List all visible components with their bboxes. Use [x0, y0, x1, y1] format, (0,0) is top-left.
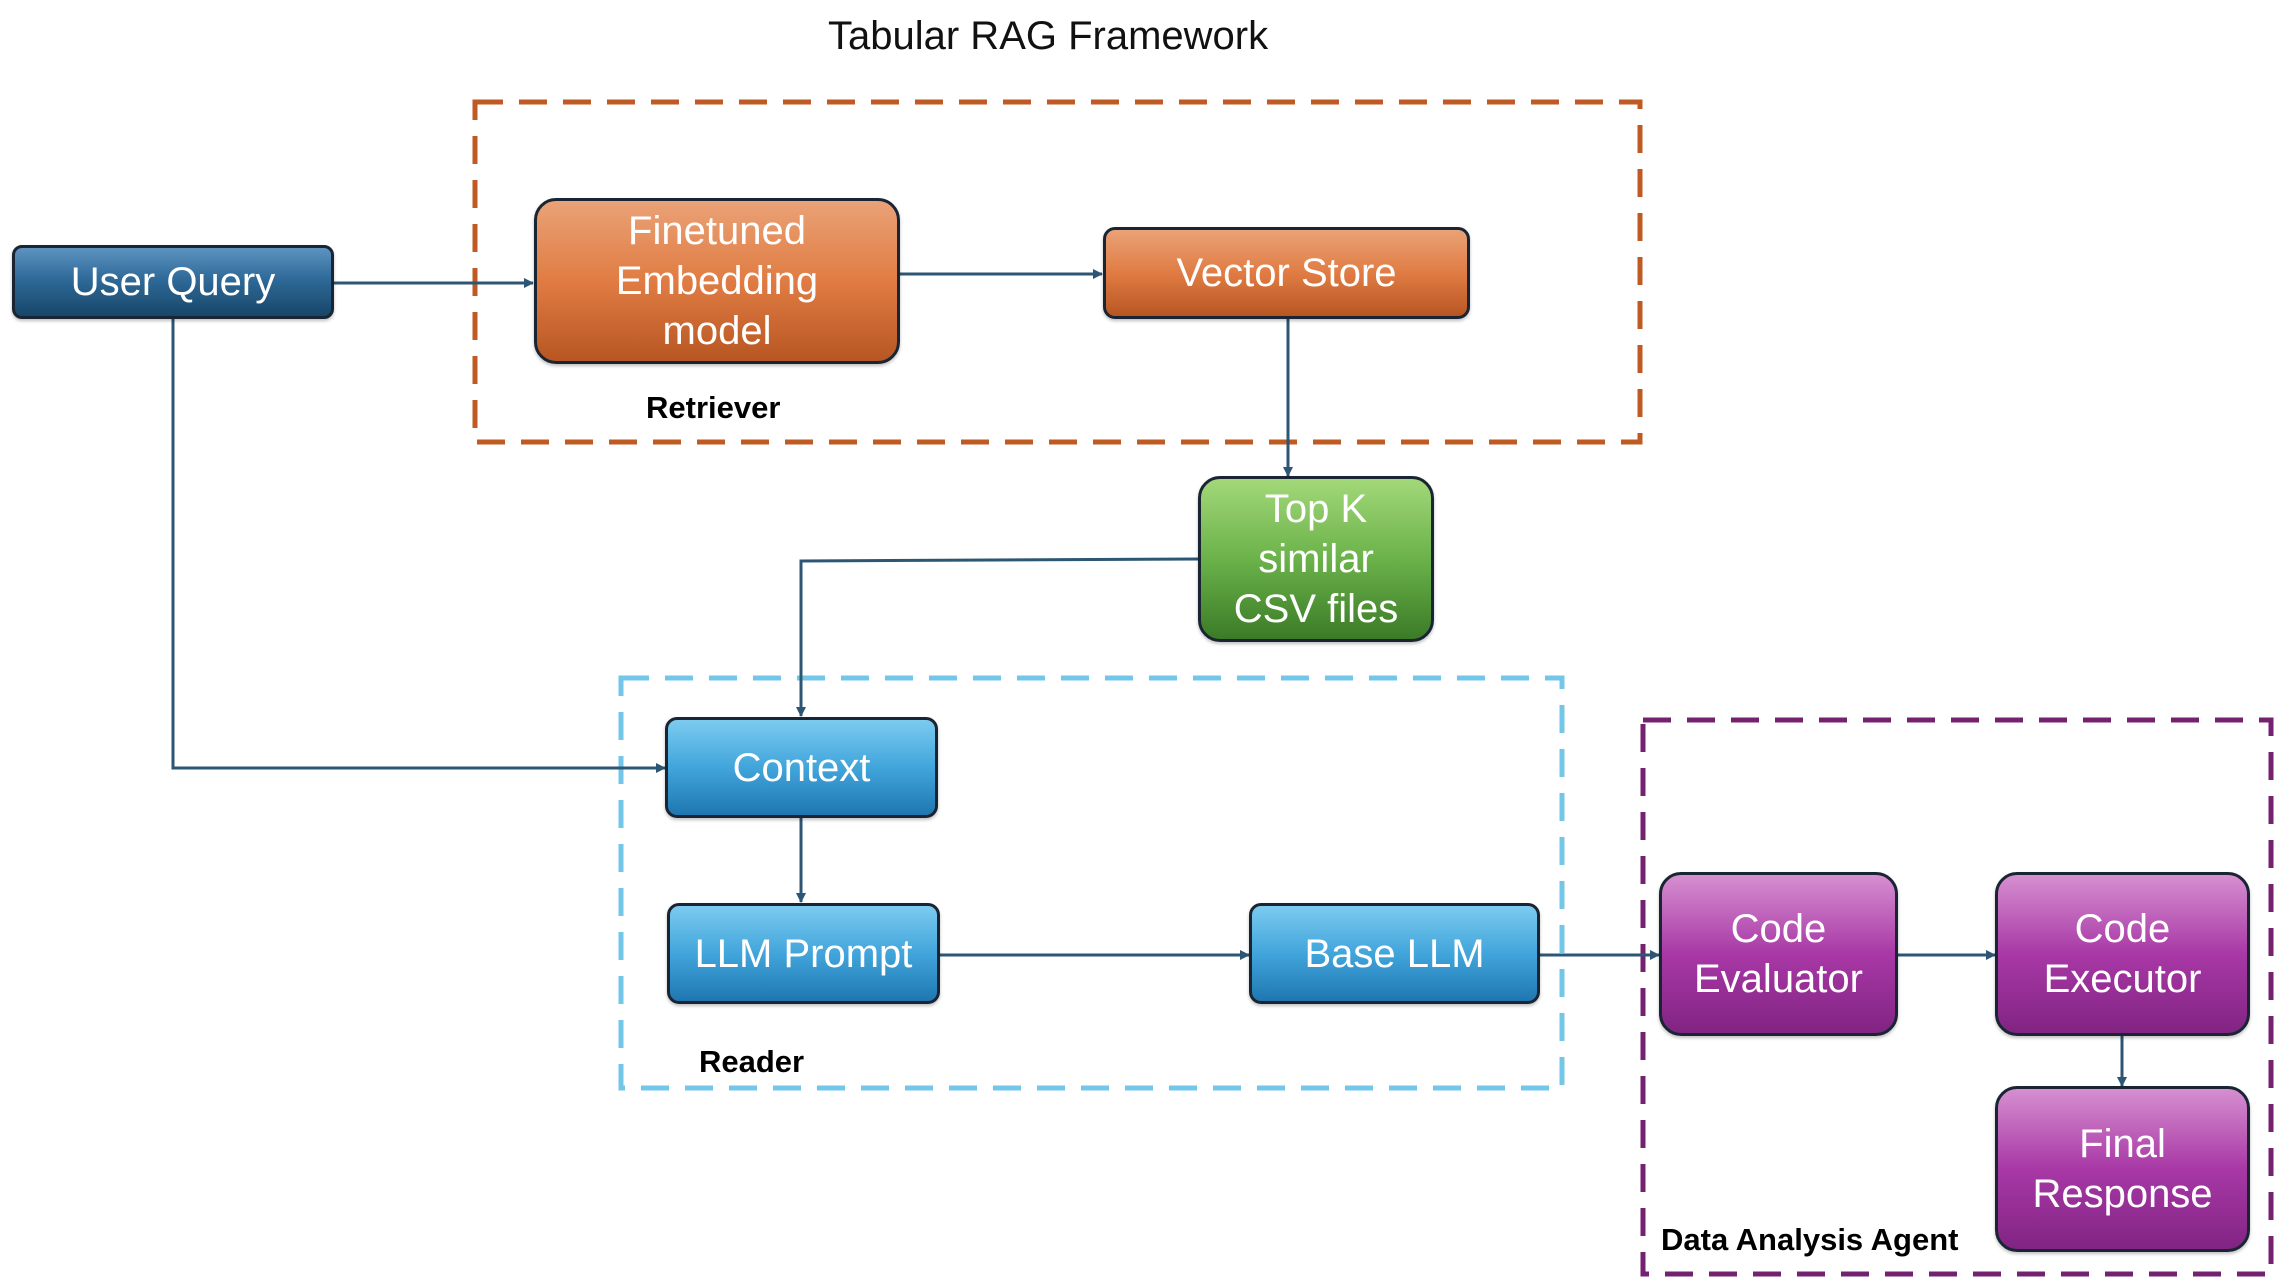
- user-query-node: User Query: [12, 245, 334, 319]
- arrow-user-query-to-context: [171, 318, 666, 773]
- context-node: Context: [665, 717, 938, 818]
- retriever-label: Retriever: [646, 390, 781, 425]
- top-k-node: Top K similar CSV files: [1198, 476, 1434, 642]
- vector-store-node: Vector Store: [1103, 227, 1470, 319]
- code-evaluator-node: Code Evaluator: [1659, 872, 1898, 1036]
- retriever-group-border: [472, 99, 1643, 445]
- data-analysis-agent-label: Data Analysis Agent: [1661, 1222, 1959, 1257]
- arrow-top-k-to-context: [796, 557, 1199, 717]
- code-executor-node: Code Executor: [1995, 872, 2250, 1036]
- agent-group-border: [1640, 717, 2274, 1277]
- llm-prompt-node: LLM Prompt: [667, 903, 940, 1004]
- diagram-title: Tabular RAG Framework: [828, 14, 1269, 58]
- final-response-node: Final Response: [1995, 1086, 2250, 1252]
- reader-group-border: [618, 675, 1565, 1091]
- reader-label: Reader: [699, 1044, 805, 1079]
- embedding-model-node: Finetuned Embedding model: [534, 198, 900, 364]
- base-llm-node: Base LLM: [1249, 903, 1540, 1004]
